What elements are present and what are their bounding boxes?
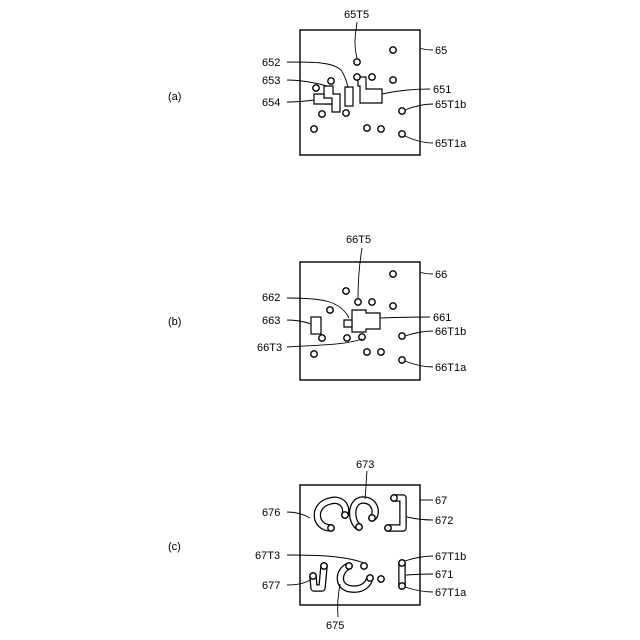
label-653: 653 [262, 75, 280, 87]
label-673: 673 [356, 459, 374, 471]
via [328, 78, 334, 84]
via [399, 560, 405, 566]
label-671: 671 [435, 569, 453, 581]
via [390, 77, 396, 83]
via [364, 125, 370, 131]
via [390, 271, 396, 277]
panel-c: (c) [168, 459, 467, 632]
label-66T1a: 66T1a [435, 362, 467, 374]
label-65T5: 65T5 [344, 9, 369, 21]
via [344, 335, 350, 341]
via [378, 126, 384, 132]
via [327, 307, 333, 313]
via [311, 351, 317, 357]
via [385, 525, 391, 531]
pad-662 [344, 320, 352, 327]
label-66T5: 66T5 [346, 234, 371, 246]
via [355, 299, 361, 305]
label-651: 651 [433, 84, 451, 96]
label-652: 652 [262, 57, 280, 69]
via [346, 563, 352, 569]
via [328, 525, 334, 531]
pad-661 [352, 310, 380, 332]
label-67T1a: 67T1a [435, 587, 467, 599]
label-662: 662 [262, 292, 280, 304]
via [310, 573, 316, 579]
via [361, 563, 367, 569]
label-65T1a: 65T1a [435, 138, 467, 150]
label-67T3: 67T3 [255, 550, 280, 562]
label-676: 676 [262, 507, 280, 519]
via [378, 349, 384, 355]
via [311, 126, 317, 132]
via [391, 495, 397, 501]
via [364, 349, 370, 355]
label-67: 67 [435, 495, 447, 507]
via [342, 512, 348, 518]
via [399, 131, 405, 137]
via [369, 74, 375, 80]
label-65T1b: 65T1b [435, 99, 466, 111]
via [369, 299, 375, 305]
pad-663 [311, 317, 321, 334]
via [369, 515, 375, 521]
via [367, 575, 373, 581]
via [354, 59, 360, 65]
via [343, 288, 349, 294]
via [313, 85, 319, 91]
panel-caption: (a) [168, 91, 181, 103]
label-675: 675 [326, 620, 344, 632]
label-654: 654 [262, 97, 280, 109]
via [399, 108, 405, 114]
via [321, 563, 327, 569]
label-677: 677 [262, 580, 280, 592]
panel-a: (a) [168, 9, 467, 155]
label-66: 66 [435, 269, 447, 281]
panel-b: (b) [168, 234, 467, 380]
label-67T1b: 67T1b [435, 551, 466, 563]
via [390, 303, 396, 309]
label-65: 65 [435, 45, 447, 57]
via [378, 576, 384, 582]
via [356, 524, 362, 530]
via [399, 583, 405, 589]
via [399, 357, 405, 363]
via [319, 111, 325, 117]
panel-caption: (b) [168, 316, 181, 328]
via [343, 110, 349, 116]
via [354, 74, 360, 80]
via [399, 333, 405, 339]
pad-652 [345, 87, 353, 106]
label-66T3: 66T3 [257, 342, 282, 354]
panel-caption: (c) [168, 541, 181, 553]
label-661: 661 [433, 312, 451, 324]
via [390, 47, 396, 53]
label-66T1b: 66T1b [435, 326, 466, 338]
label-663: 663 [262, 315, 280, 327]
label-672: 672 [435, 515, 453, 527]
via [319, 335, 325, 341]
